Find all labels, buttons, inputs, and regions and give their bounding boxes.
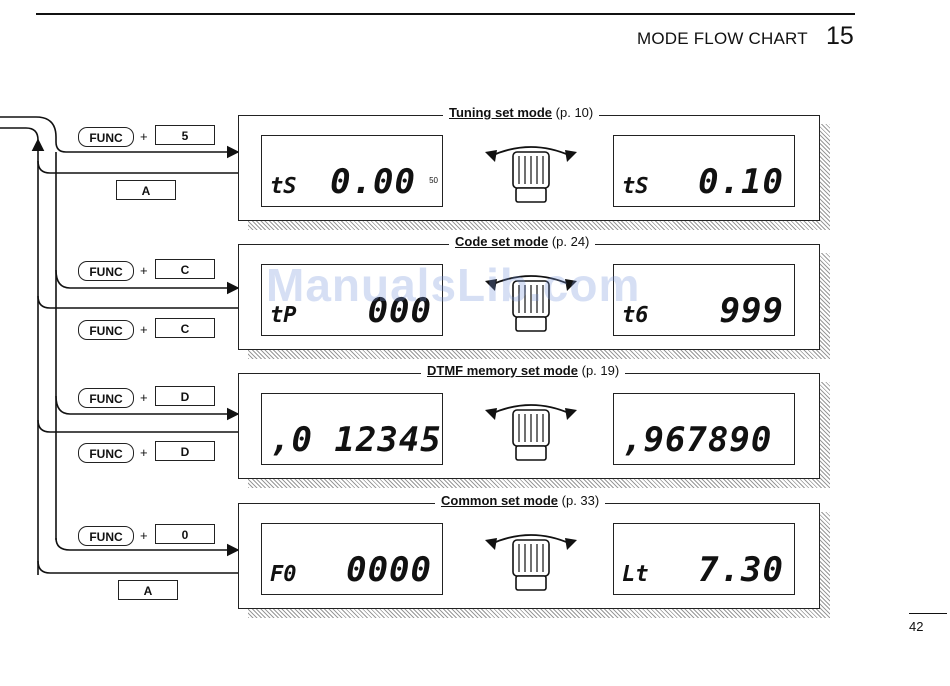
lcd-label: tP	[270, 303, 297, 328]
mode-name: Code set mode	[455, 234, 548, 249]
plus-sign: +	[140, 528, 148, 543]
func-key: FUNC	[78, 443, 134, 463]
func-key: FUNC	[78, 127, 134, 147]
lcd-display-before: F0 0000	[261, 523, 443, 595]
page-ref: (p. 10)	[556, 105, 594, 120]
panel-title: Common set mode (p. 33)	[435, 493, 605, 508]
lcd-label: t6	[622, 303, 649, 328]
tuning-set-mode-panel: Tuning set mode (p. 10) tS 0.00 50 tS 0.…	[238, 115, 820, 221]
lcd-label: tS	[270, 174, 297, 199]
lcd-subscript: 50	[429, 176, 438, 185]
lcd-value: ,0 12345	[270, 420, 442, 460]
lcd-value: 0.00	[330, 162, 416, 202]
mode-name: DTMF memory set mode	[427, 363, 578, 378]
page-ref: (p. 19)	[582, 363, 620, 378]
mode-name: Tuning set mode	[449, 105, 552, 120]
page-number-rule	[909, 613, 947, 614]
lcd-value: 0000	[346, 550, 432, 590]
lcd-label: F0	[270, 562, 297, 587]
key-d: D	[155, 441, 215, 461]
lcd-value: ,967890	[622, 420, 772, 460]
plus-sign: +	[140, 390, 148, 405]
page-ref: (p. 24)	[552, 234, 590, 249]
lcd-display-before: ,0 12345	[261, 393, 443, 465]
rotate-dial-icon	[483, 138, 579, 208]
lcd-display-after: ,967890	[613, 393, 795, 465]
plus-sign: +	[140, 322, 148, 337]
key-a: A	[118, 580, 178, 600]
panel-title: Tuning set mode (p. 10)	[443, 105, 599, 120]
rotate-dial-icon	[483, 267, 579, 337]
lcd-value: 7.30	[698, 550, 784, 590]
plus-sign: +	[140, 263, 148, 278]
lcd-display-after: t6 999	[613, 264, 795, 336]
key-a: A	[116, 180, 176, 200]
mode-name: Common set mode	[441, 493, 558, 508]
lcd-display-before: tS 0.00 50	[261, 135, 443, 207]
lcd-value: 0.10	[698, 162, 784, 202]
plus-sign: +	[140, 445, 148, 460]
lcd-display-after: tS 0.10	[613, 135, 795, 207]
lcd-display-after: Lt 7.30	[613, 523, 795, 595]
lcd-label: Lt	[622, 562, 649, 587]
code-set-mode-panel: Code set mode (p. 24) tP 000 t6 999	[238, 244, 820, 350]
func-key: FUNC	[78, 261, 134, 281]
func-key: FUNC	[78, 320, 134, 340]
panel-title: DTMF memory set mode (p. 19)	[421, 363, 625, 378]
page-number: 42	[909, 619, 923, 634]
dtmf-memory-set-mode-panel: DTMF memory set mode (p. 19) ,0 12345 ,9…	[238, 373, 820, 479]
key-c: C	[155, 318, 215, 338]
func-key: FUNC	[78, 526, 134, 546]
key-5: 5	[155, 125, 215, 145]
lcd-display-before: tP 000	[261, 264, 443, 336]
func-key: FUNC	[78, 388, 134, 408]
rotate-dial-icon	[483, 396, 579, 466]
lcd-label: tS	[622, 174, 649, 199]
key-d: D	[155, 386, 215, 406]
rotate-dial-icon	[483, 526, 579, 596]
page-ref: (p. 33)	[562, 493, 600, 508]
panel-title: Code set mode (p. 24)	[449, 234, 595, 249]
key-c: C	[155, 259, 215, 279]
lcd-value: 999	[720, 291, 784, 331]
plus-sign: +	[140, 129, 148, 144]
lcd-value: 000	[368, 291, 432, 331]
key-0: 0	[155, 524, 215, 544]
common-set-mode-panel: Common set mode (p. 33) F0 0000 Lt 7.30	[238, 503, 820, 609]
